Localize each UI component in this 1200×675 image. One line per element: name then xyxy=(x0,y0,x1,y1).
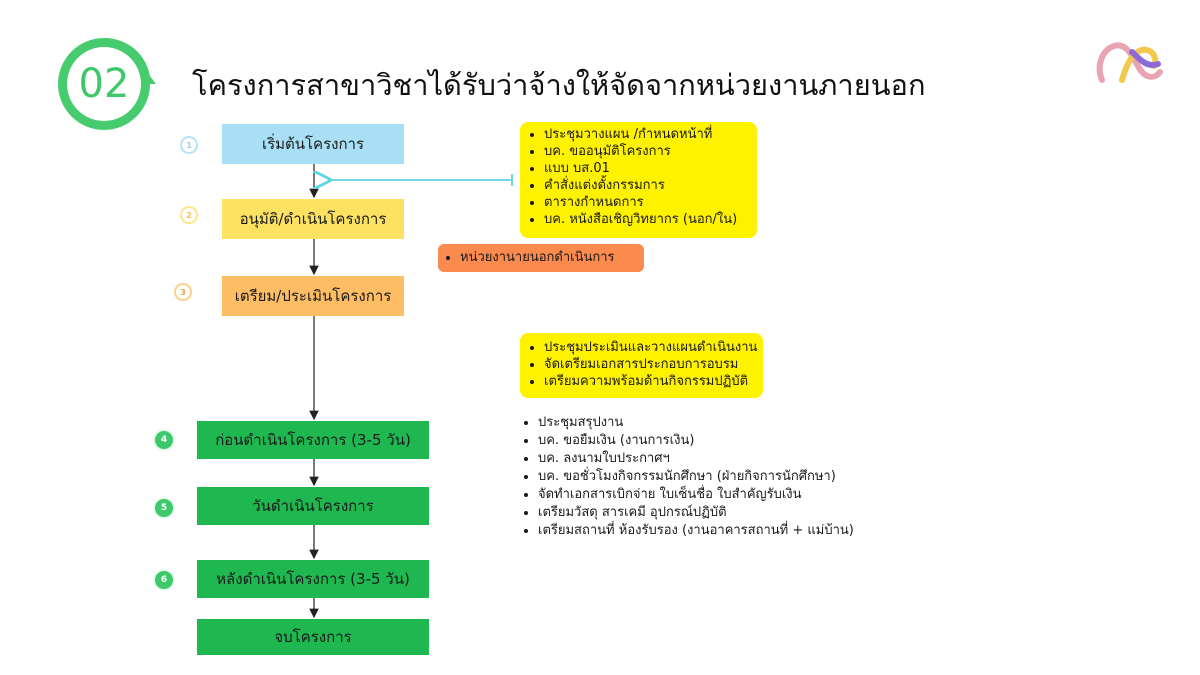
brand-logo-icon xyxy=(1092,36,1164,88)
note-item: เตรียมความพร้อมด้านกิจกรรมปฏิบัติ xyxy=(544,373,755,390)
note-item: ประชุมวางแผน /กำหนดหน้าที่ xyxy=(544,126,749,143)
preparation-tasks-note: ประชุมประเมินและวางแผนดำเนินงาน จัดเตรีย… xyxy=(520,333,763,398)
note-item: ประชุมสรุปงาน xyxy=(538,414,900,432)
note-item: เตรียมวัสดุ สารเคมี อุปกรณ์ปฏิบัติ xyxy=(538,504,900,522)
initiation-tasks-note: ประชุมวางแผน /กำหนดหน้าที่ บค. ขออนุมัติ… xyxy=(520,122,757,238)
badge-shape xyxy=(58,37,156,130)
note-item: จัดเตรียมเอกสารประกอบการอบรม xyxy=(544,356,755,373)
note-item: บค. ขอชั่วโมงกิจกรรมนักศึกษา (ฝ่ายกิจการ… xyxy=(538,468,900,486)
step-5-marker: 5 xyxy=(153,497,175,519)
step-3-marker: 3 xyxy=(174,283,192,301)
step-2-marker: 2 xyxy=(180,206,198,224)
step-before-project: ก่อนดำเนินโครงการ (3-5 วัน) xyxy=(197,421,429,459)
note-item: คำสั่งแต่งตั้งกรรมการ xyxy=(544,177,749,194)
section-number: 02 xyxy=(78,61,130,107)
note-item: บค. ลงนามใบประกาศฯ xyxy=(538,450,900,468)
before-project-tasks-note: ประชุมสรุปงาน บค. ขอยืมเงิน (งานการเงิน)… xyxy=(520,414,900,540)
step-6-marker: 6 xyxy=(153,569,175,591)
arrow-notes-to-flow xyxy=(328,174,513,186)
note-item: ประชุมประเมินและวางแผนดำเนินงาน xyxy=(544,339,757,356)
page-title: โครงการสาขาวิชาได้รับว่าจ้างให้จัดจากหน่… xyxy=(192,68,926,102)
step-after-project: หลังดำเนินโครงการ (3-5 วัน) xyxy=(197,560,429,598)
note-item: จัดทำเอกสารเบิกจ่าย ใบเซ็นชื่อ ใบสำคัญรั… xyxy=(538,486,900,504)
note-item: หน่วยงานายนอกดำเนินการ xyxy=(460,249,638,266)
note-item: แบบ บส.01 xyxy=(544,160,749,177)
note-item: บค. หนังสือเชิญวิทยากร (นอก/ใน) xyxy=(544,211,749,228)
step-approve-run-project: อนุมัติ/ดำเนินโครงการ xyxy=(222,199,404,239)
step-1-marker: 1 xyxy=(180,136,198,154)
note-item: บค. ขอยืมเงิน (งานการเงิน) xyxy=(538,432,900,450)
step-end-project: จบโครงการ xyxy=(197,619,429,655)
step-4-marker: 4 xyxy=(153,429,175,451)
step-start-project: เริ่มต้นโครงการ xyxy=(222,124,404,164)
note-item: บค. ขออนุมัติโครงการ xyxy=(544,143,749,160)
step-project-day: วันดำเนินโครงการ xyxy=(197,487,429,525)
note-item: ตารางกำหนดการ xyxy=(544,194,749,211)
external-agency-note: หน่วยงานายนอกดำเนินการ xyxy=(438,244,644,272)
section-number-badge: 02 xyxy=(56,36,160,132)
note-item: เตรียมสถานที่ ห้องรับรอง (งานอาคารสถานที… xyxy=(538,522,900,540)
step-prepare-evaluate-project: เตรียม/ประเมินโครงการ xyxy=(222,276,404,316)
